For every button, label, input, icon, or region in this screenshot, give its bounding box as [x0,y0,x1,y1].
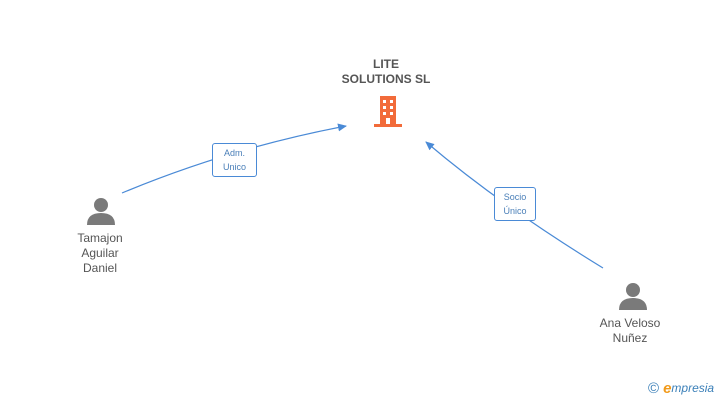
relation-label-line: Socio [503,192,527,202]
person-name-line: Daniel [82,261,118,275]
relation-label-adm-unico: Adm. Unico [212,143,257,177]
brand-initial: e [663,379,672,397]
person-name-line: Tamajon [77,231,123,245]
company-name[interactable]: LITE SOLUTIONS SL [316,57,456,87]
relation-label-line: Unico [222,162,246,172]
company-name-line1: LITE [373,57,399,71]
company-name-line2: SOLUTIONS SL [341,72,431,86]
building-icon[interactable] [372,94,404,128]
person-name-tamajon[interactable]: Tamajon Aguilar Daniel [50,231,150,276]
person-name-line: Ana Veloso [599,316,661,330]
relation-label-line: Único [503,206,527,216]
person-icon[interactable] [86,196,116,226]
brand-name: mpresia [671,381,715,395]
relation-label-line: Adm. [223,148,245,158]
empresia-logo: © e mpresia [648,378,714,398]
relation-label-socio-unico: Socio Único [494,187,536,221]
person-name-line: Aguilar [81,246,119,260]
person-icon[interactable] [618,281,648,311]
person-name-ana-veloso[interactable]: Ana Veloso Nuñez [580,316,680,346]
person-name-line: Nuñez [612,331,648,345]
copyright-icon: © [648,379,660,397]
